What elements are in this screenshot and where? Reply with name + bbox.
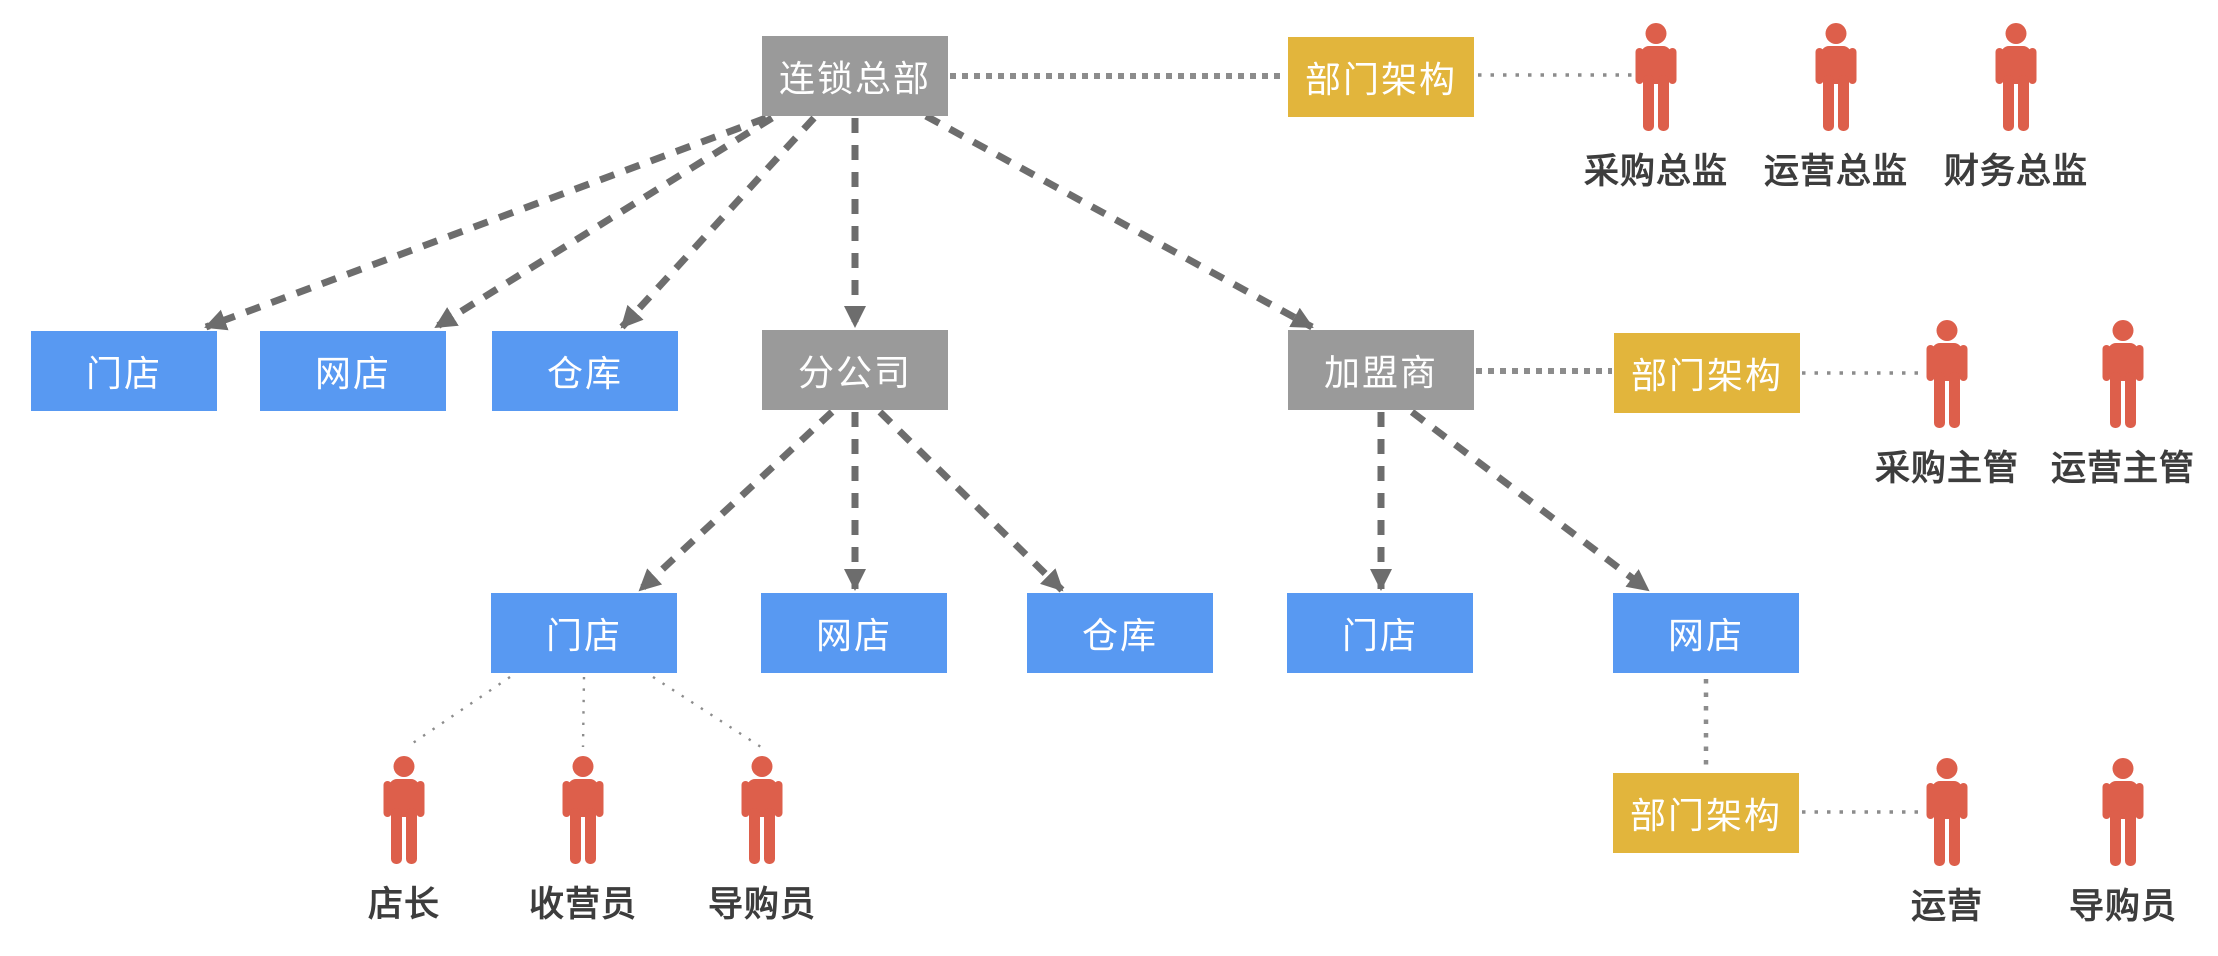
person-label: 采购主管 [1874, 449, 2019, 488]
person-icon [383, 756, 425, 864]
arrow-hq-to-franchisee [924, 112, 1314, 331]
node-store-l2-franchise: 门店 [1287, 593, 1473, 673]
node-label: 部门架构 [1304, 59, 1457, 100]
node-label: 门店 [545, 615, 622, 656]
node-online-l2-franchise: 网店 [1613, 593, 1799, 673]
person-operation-director: 运营总监 [1748, 23, 1924, 194]
node-label: 网店 [1667, 615, 1744, 656]
node-online-l1: 网店 [260, 331, 446, 411]
node-dept-bottom: 部门架构 [1613, 773, 1799, 853]
node-label: 网店 [815, 615, 892, 656]
node-label: 分公司 [797, 352, 912, 393]
person-label: 运营总监 [1763, 152, 1908, 191]
person-label: 导购员 [2068, 887, 2177, 926]
node-label: 仓库 [546, 353, 623, 394]
arrow-hq-to-warehouse-l1 [619, 115, 817, 330]
node-franchisee: 加盟商 [1288, 330, 1474, 410]
node-label: 部门架构 [1629, 795, 1782, 836]
person-operation-staff: 运营 [1859, 758, 2035, 929]
node-warehouse-l1: 仓库 [492, 331, 678, 411]
node-label: 部门架构 [1630, 355, 1783, 396]
person-cashier: 收营员 [495, 756, 671, 927]
person-operation-manager: 运营主管 [2035, 320, 2211, 491]
person-label: 运营 [1910, 887, 1983, 926]
person-finance-director: 财务总监 [1928, 23, 2104, 194]
person-purchase-manager: 采购主管 [1859, 320, 2035, 491]
person-label: 收营员 [528, 885, 637, 924]
person-icon [741, 756, 783, 864]
arrow-hq-to-store-l1 [204, 114, 768, 331]
person-icon [2102, 758, 2144, 866]
node-branch: 分公司 [762, 330, 948, 410]
node-label: 仓库 [1081, 615, 1158, 656]
node-dept-top: 部门架构 [1288, 37, 1474, 117]
node-label: 连锁总部 [778, 58, 931, 99]
node-online-l2-branch: 网店 [761, 593, 947, 673]
person-icon [562, 756, 604, 864]
arrow-franchisee-to-online [1409, 409, 1651, 593]
person-shopping-guide-1: 导购员 [674, 756, 850, 927]
person-label: 店长 [367, 885, 440, 924]
node-label: 加盟商 [1323, 352, 1438, 393]
person-label: 导购员 [707, 885, 816, 924]
person-icon [1815, 23, 1857, 131]
dotted-store-to-shopping-guide [652, 675, 762, 749]
node-label: 门店 [85, 353, 162, 394]
node-warehouse-l2-branch: 仓库 [1027, 593, 1213, 673]
node-label: 门店 [1341, 615, 1418, 656]
person-icon [1635, 23, 1677, 131]
dotted-store-to-cashier [581, 676, 586, 748]
person-icon [1995, 23, 2037, 131]
arrow-branch-to-warehouse [877, 409, 1065, 593]
person-icon [1926, 320, 1968, 428]
person-shopping-guide-2: 导购员 [2035, 758, 2211, 929]
arrow-branch-to-store [637, 409, 835, 593]
arrow-hq-to-online-l1 [434, 115, 774, 330]
person-store-manager: 店长 [316, 756, 492, 927]
node-label: 网店 [314, 353, 391, 394]
person-purchase-director: 采购总监 [1568, 23, 1744, 194]
node-hq: 连锁总部 [762, 36, 948, 116]
node-dept-mid: 部门架构 [1614, 333, 1800, 413]
person-label: 运营主管 [2050, 449, 2195, 488]
node-store-l1: 门店 [31, 331, 217, 411]
person-label: 采购总监 [1583, 152, 1728, 191]
node-store-l2-branch: 门店 [491, 593, 677, 673]
person-label: 财务总监 [1943, 152, 2088, 191]
dotted-store-to-store-manager [406, 676, 511, 748]
person-icon [1926, 758, 1968, 866]
person-icon [2102, 320, 2144, 428]
